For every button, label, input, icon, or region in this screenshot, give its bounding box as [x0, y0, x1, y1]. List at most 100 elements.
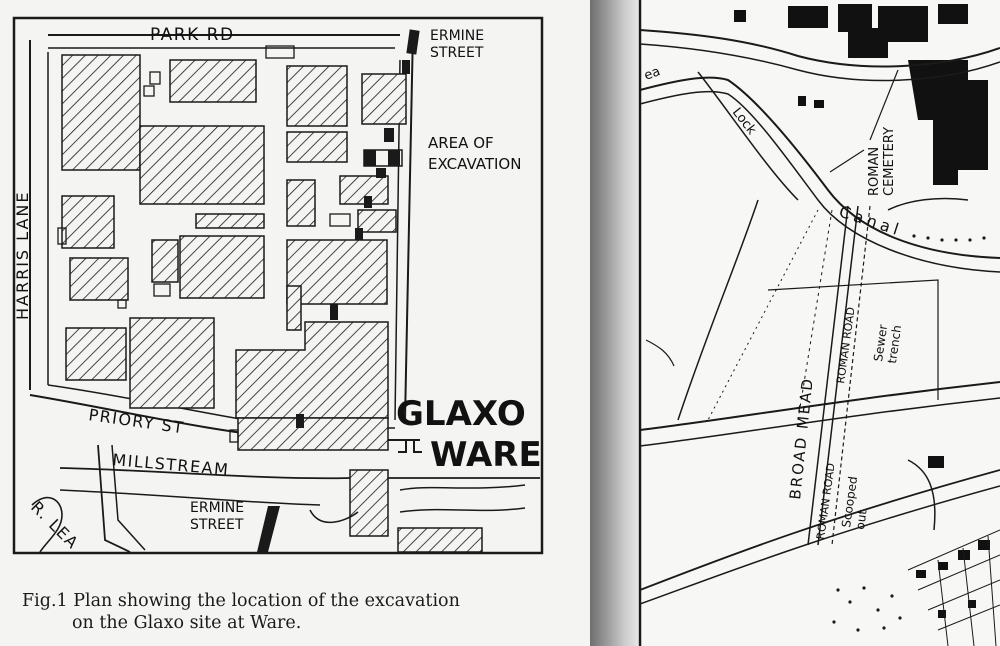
building [235, 321, 389, 419]
harris-lane-label: HARRIS LANE [13, 191, 32, 320]
building [848, 28, 888, 58]
glaxo-plan-svg: PARK RD ERMINE STREET AREA OF EXCAVATION… [12, 16, 544, 555]
building [798, 96, 806, 106]
building [286, 65, 348, 127]
ermine-street-bottom-line2: STREET [190, 517, 244, 533]
cemetery-pointer [829, 149, 865, 173]
road-line [639, 381, 1000, 431]
building [349, 469, 389, 537]
junction-mark [398, 440, 422, 453]
roman-road-edge [807, 205, 849, 546]
canal-line [639, 90, 1000, 273]
lea-fragment-label: ea [642, 64, 662, 84]
buildings-top [734, 4, 988, 185]
road-line [639, 29, 1000, 68]
ermine-street-top-line1: ERMINE [430, 28, 484, 44]
roman-cemetery-label: ROMAN CEMETERY [867, 127, 897, 196]
building [361, 73, 407, 125]
small-structure [57, 227, 67, 245]
lock-label: Lock [729, 105, 759, 138]
trench-segment [406, 29, 420, 55]
park-rd-label: PARK RD [150, 25, 235, 45]
field-boundary [907, 459, 936, 531]
trench-segment [364, 196, 372, 208]
river-line-2 [111, 444, 146, 551]
building [734, 10, 746, 22]
building [195, 213, 265, 229]
road-line [639, 485, 1000, 605]
ware-label: WARE [430, 435, 542, 475]
dotted-line [797, 209, 833, 421]
area-of-excavation-label: AREA OF EXCAVATION [428, 134, 521, 173]
building [397, 527, 483, 553]
r-lea-label: R. LEA [27, 497, 83, 553]
building [357, 209, 397, 233]
glaxo-label: GLAXO [396, 394, 526, 434]
building [237, 417, 389, 451]
building [938, 610, 946, 618]
broad-mead-label: BROAD MEAD [786, 376, 817, 500]
stream-bank [399, 507, 526, 513]
sewer-trench-line2: trench [885, 324, 904, 364]
building [938, 562, 948, 570]
building [968, 600, 976, 608]
page-gutter [590, 0, 638, 646]
sewer-trench-line [831, 205, 871, 546]
building [938, 4, 968, 24]
ermine-street-bottom-label: ERMINE STREET [190, 500, 249, 533]
building [169, 59, 257, 103]
area-excavation-line1: AREA OF [428, 134, 494, 152]
building [814, 100, 824, 108]
stream-bank [399, 484, 526, 491]
roman-cemetery-line2: CEMETERY [882, 127, 897, 196]
building [286, 131, 348, 163]
plan-frame [12, 16, 544, 555]
building [286, 239, 388, 305]
river-bank [31, 496, 63, 553]
buildings-bottom [916, 456, 990, 618]
building [61, 54, 141, 171]
trench-segment [388, 150, 400, 166]
scrub-marks [832, 234, 986, 632]
ermine-street-bottom-line1: ERMINE [190, 500, 244, 516]
figure-caption: Fig.1 Plan showing the location of the e… [22, 590, 582, 634]
field-boundary [677, 199, 759, 421]
stream-bank [309, 509, 359, 524]
sewer-trench-label: Sewer trench [871, 320, 904, 364]
building [286, 285, 302, 331]
building [928, 456, 944, 468]
building [179, 235, 265, 299]
ermine-street-line [404, 29, 414, 421]
field-boundary [767, 279, 939, 400]
building [978, 540, 990, 550]
plot-lines [907, 529, 1000, 631]
trench-segment [355, 228, 363, 240]
building [788, 6, 828, 28]
trench-segment [330, 304, 338, 320]
small-structure [265, 45, 295, 59]
building [129, 317, 215, 409]
sewer-trench-line1: Sewer [871, 324, 890, 363]
building [916, 570, 926, 578]
excavation-trench [257, 29, 420, 552]
building [69, 257, 129, 301]
buildings [61, 54, 483, 553]
roman-road-edge [817, 205, 859, 546]
priory-st-label: PRIORY ST [87, 405, 185, 437]
small-structure [149, 71, 161, 85]
area-excavation-line2: EXCAVATION [428, 155, 521, 173]
ermine-street-top-label: ERMINE STREET [430, 28, 489, 61]
building [139, 125, 265, 205]
small-structure [143, 85, 155, 97]
building [61, 195, 115, 249]
road-line [639, 43, 1000, 82]
road-line [639, 397, 1000, 447]
building [286, 179, 316, 227]
millstream-line [59, 467, 540, 480]
trench-segment [364, 150, 376, 166]
small-structure [329, 213, 351, 227]
scooped-out-line2: out [853, 509, 870, 531]
field-boundary [887, 197, 969, 211]
building [908, 60, 988, 185]
trench-segment [376, 168, 386, 178]
